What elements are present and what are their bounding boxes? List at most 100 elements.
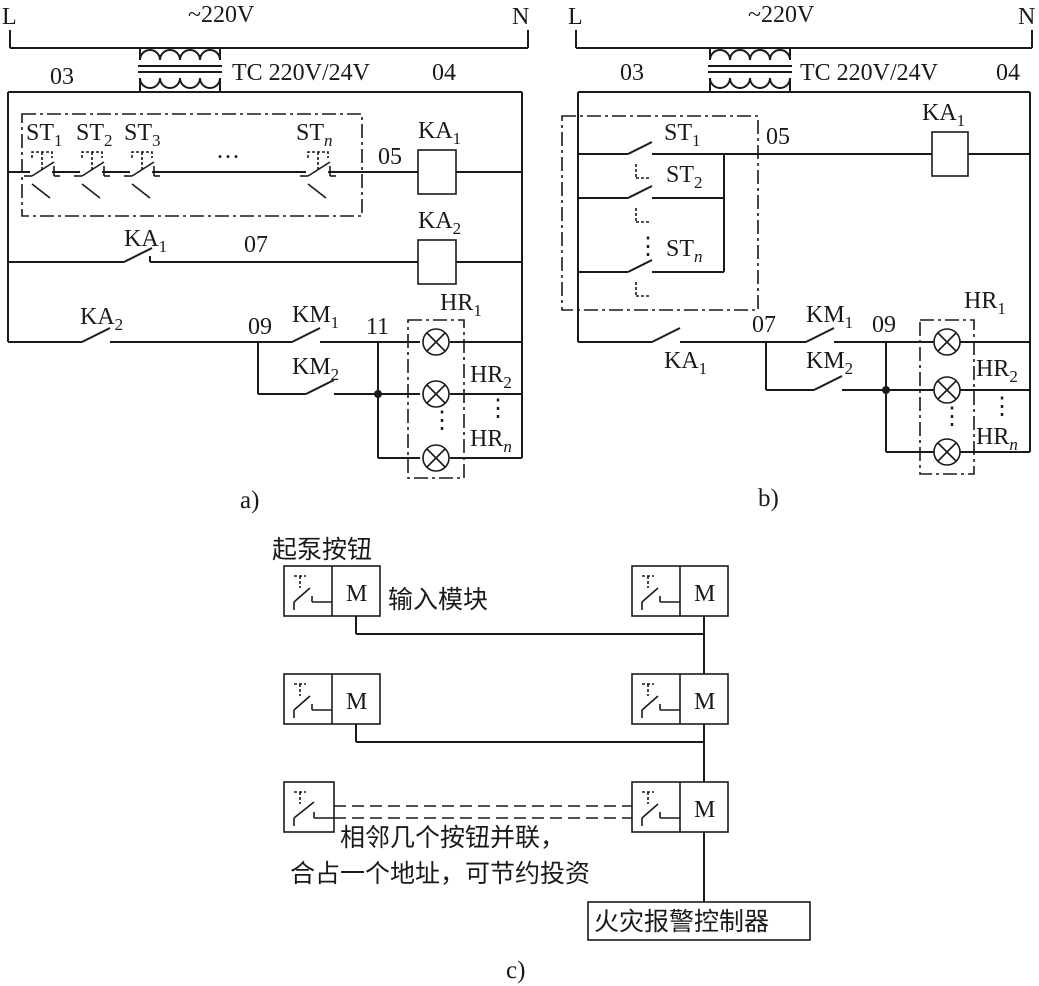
b-st2-contact-symbol — [627, 185, 653, 199]
hr1-label: HR1 — [440, 290, 482, 320]
node-04-label: 04 — [432, 60, 456, 86]
caption-b: b) — [758, 485, 779, 512]
start-button-label: 起泵按钮 — [272, 535, 372, 564]
b-km2-contact-symbol — [813, 375, 843, 391]
b-switch-group-box — [561, 115, 759, 311]
switch-group-box — [21, 113, 363, 217]
controller-label: 火灾报警控制器 — [594, 907, 769, 936]
b-hr2-lamp-symbol — [933, 376, 961, 404]
b-ka1-contact-label: KA1 — [664, 348, 707, 378]
stn-label: STn — [296, 120, 333, 150]
b-hr-dots: ⋮ — [990, 394, 1014, 420]
b-ka1-coil-symbol — [931, 131, 969, 177]
module-right-1: M — [631, 565, 729, 617]
module-letter: M — [694, 689, 715, 715]
panel-b: L ~220V N 03 TC 220V/24V 04 ST1 — [561, 2, 1035, 512]
b-st1-contact-symbol — [627, 141, 653, 155]
transformer-symbol — [138, 48, 222, 89]
st1-label: ST1 — [26, 120, 63, 150]
hrn-lamp-symbol — [422, 444, 450, 472]
node-07-label: 07 — [244, 232, 268, 258]
supply-voltage-label: ~220V — [188, 2, 255, 28]
b-node-05-label: 05 — [766, 124, 790, 150]
b-supply-voltage-label: ~220V — [748, 2, 815, 28]
node-03-label: 03 — [50, 64, 74, 90]
b-node-07-label: 07 — [752, 312, 776, 338]
module-letter: M — [694, 581, 715, 607]
st2-label: ST2 — [76, 120, 113, 150]
fire-alarm-controller-box — [587, 901, 811, 941]
module-letter: M — [346, 581, 367, 607]
ka1-contact-symbol — [123, 247, 153, 263]
node-05-label: 05 — [378, 144, 402, 170]
st3-contact-symbol — [123, 151, 161, 199]
hr-dots: ⋮ — [486, 396, 510, 422]
note-line-2: 合占一个地址，可节约投资 — [290, 859, 590, 888]
module-right-3: M — [631, 781, 729, 833]
caption-c: c) — [506, 957, 525, 984]
b-hrn-lamp-symbol — [933, 438, 961, 466]
km2-contact-symbol — [305, 379, 335, 395]
button-left-3 — [283, 781, 335, 833]
ellipsis-label: … — [216, 138, 240, 164]
b-node-03-label: 03 — [620, 60, 644, 86]
st2-contact-symbol — [73, 151, 111, 199]
module-right-2: M — [631, 673, 729, 725]
st3-label: ST3 — [124, 120, 161, 150]
b-hr2-label: HR2 — [976, 356, 1018, 386]
b-transformer-label: TC 220V/24V — [800, 60, 939, 86]
ka2-contact-label: KA2 — [80, 304, 123, 334]
supply-l-label: L — [2, 4, 17, 30]
panel-a: L ~220V N 03 TC 220V/24V 04 — [2, 2, 529, 514]
b-transformer-symbol — [708, 48, 792, 89]
km2-contact-label: KM2 — [292, 354, 339, 384]
b-node-04-label: 04 — [996, 60, 1020, 86]
b-supply-l-label: L — [568, 4, 583, 30]
b-stn-label: STn — [666, 236, 703, 266]
b-km1-contact-label: KM1 — [806, 302, 853, 332]
module-letter: M — [346, 689, 367, 715]
hr2-label: HR2 — [470, 362, 512, 392]
b-hrn-label: HRn — [976, 424, 1018, 454]
ka2-contact-symbol — [81, 327, 111, 343]
module-left-2: M — [283, 673, 381, 725]
lamp-group-box — [407, 319, 465, 479]
ka2-coil-symbol — [417, 239, 457, 285]
node-09-label: 09 — [248, 314, 272, 340]
ka1-coil-symbol — [417, 149, 457, 195]
b-lamp-dots: ⋮ — [940, 404, 964, 430]
lamp-dots: ⋮ — [430, 408, 454, 434]
supply-n-label: N — [512, 4, 529, 30]
b-hr1-label: HR1 — [964, 288, 1006, 318]
node-11-label: 11 — [366, 314, 389, 340]
ka2-coil-label: KA2 — [418, 208, 461, 238]
b-st1-label: ST1 — [664, 120, 701, 150]
hr1-lamp-symbol — [422, 328, 450, 356]
ka1-coil-label: KA1 — [418, 118, 461, 148]
km1-contact-symbol — [291, 327, 321, 343]
b-stn-contact-symbol — [627, 259, 653, 273]
input-module-label: 输入模块 — [388, 585, 488, 614]
b-ka1-coil-label: KA1 — [922, 100, 965, 130]
b-km1-contact-symbol — [805, 327, 835, 343]
panel-c: 起泵按钮 M 输入模块 M M M M — [272, 535, 811, 984]
b-ka1-contact-symbol — [651, 327, 681, 343]
b-node-09-label: 09 — [872, 312, 896, 338]
transformer-label: TC 220V/24V — [232, 60, 371, 86]
km1-contact-label: KM1 — [292, 302, 339, 332]
module-left-1: M — [283, 565, 381, 617]
b-hr1-lamp-symbol — [933, 328, 961, 356]
module-letter: M — [694, 797, 715, 823]
b-switch-dots: ⋮ — [636, 234, 660, 260]
stn-contact-symbol — [299, 151, 337, 199]
ka1-contact-label: KA1 — [124, 226, 167, 256]
hr2-lamp-symbol — [422, 380, 450, 408]
note-line-1: 相邻几个按钮并联， — [340, 823, 565, 852]
b-supply-n-label: N — [1018, 4, 1035, 30]
b-lamp-group-box — [919, 319, 975, 475]
hrn-label: HRn — [470, 426, 512, 456]
b-st2-label: ST2 — [666, 162, 703, 192]
b-km2-contact-label: KM2 — [806, 348, 853, 378]
caption-a: a) — [240, 487, 259, 514]
